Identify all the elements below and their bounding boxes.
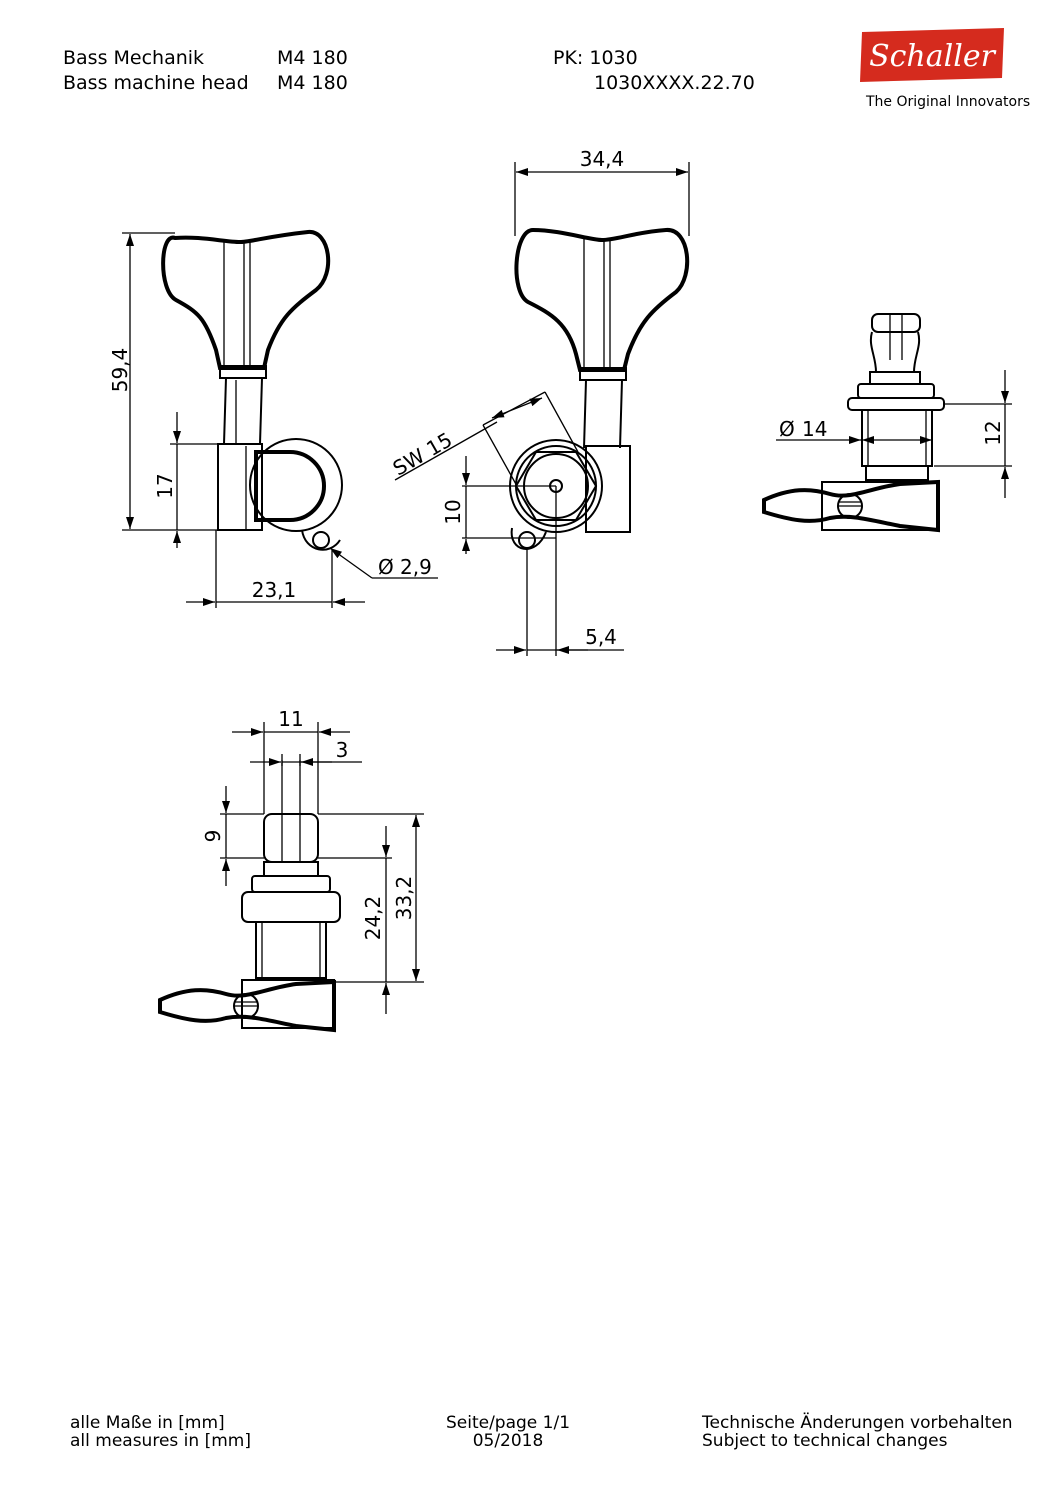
dim-post-height-short: 24,2 <box>361 896 385 941</box>
dim-housing-height: 17 <box>153 473 177 498</box>
dim-knob-width: 34,4 <box>580 147 625 171</box>
title-en: Bass machine head <box>63 72 249 94</box>
dim-hole-diameter-symbol: Ø <box>378 555 394 579</box>
post-detail-view: 11 3 9 24,2 33,2 <box>158 707 424 1033</box>
model-en: M4 180 <box>277 72 348 94</box>
pk-number: PK: 1030 <box>553 47 638 69</box>
footer-date: 05/2018 <box>472 1431 544 1451</box>
title-de: Bass Mechanik <box>63 47 205 69</box>
dim-post-diameter-symbol: Ø <box>779 417 795 441</box>
dim-bushing-offset: 10 <box>441 499 465 524</box>
footer-notice-de: Technische Änderungen vorbehalten <box>702 1413 1013 1433</box>
dim-post-width: 11 <box>278 707 303 731</box>
model-de: M4 180 <box>277 47 348 69</box>
dim-housing-width: 23,1 <box>252 578 297 602</box>
schaller-logo: Schaller <box>858 28 1008 84</box>
part-number: 1030XXXX.22.70 <box>594 72 755 94</box>
footer-units-en: all measures in [mm] <box>70 1431 251 1451</box>
logo-brand: Schaller <box>869 39 997 74</box>
dim-slot-depth: 9 <box>201 830 225 843</box>
footer-units-de: alle Maße in [mm] <box>70 1413 225 1433</box>
dim-post-height-total: 33,2 <box>392 876 416 921</box>
footer-notice-en: Subject to technical changes <box>702 1431 948 1451</box>
logo-badge: Schaller <box>860 28 1004 82</box>
back-view: 34,4 SW 15 10 5,4 <box>389 147 690 656</box>
dim-wrench-size: SW 15 <box>389 427 457 480</box>
dim-height: 59,4 <box>108 348 132 393</box>
front-view: 59,4 17 23,1 Ø 2,9 <box>108 230 438 608</box>
logo-tagline: The Original Innovators <box>866 94 1031 110</box>
footer-page: Seite/page 1/1 <box>445 1413 571 1433</box>
side-view: Ø 14 12 <box>762 313 1012 533</box>
dim-hole-diameter: 2,9 <box>400 555 432 579</box>
dim-bushing-height: 12 <box>981 420 1005 445</box>
dim-post-diameter: 14 <box>802 417 827 441</box>
dim-center-offset: 5,4 <box>585 625 617 649</box>
dim-slot-width: 3 <box>336 738 349 762</box>
